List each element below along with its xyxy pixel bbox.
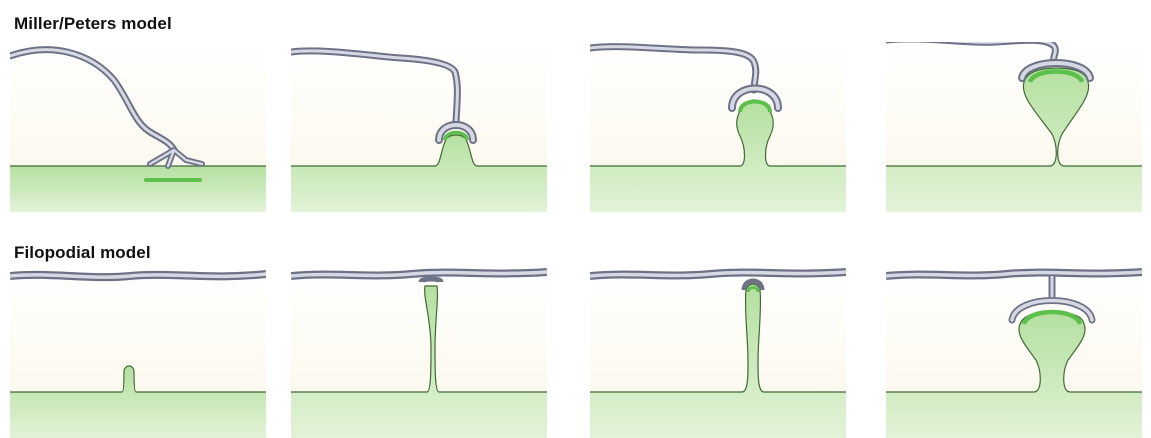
- miller-stage-4-panel: [886, 42, 1142, 212]
- filopodial-stage-1-panel: [10, 268, 266, 438]
- dendrite-shaft: [10, 166, 266, 212]
- filopodial-model-title: Filopodial model: [14, 243, 151, 263]
- filopodial-stage-4-panel: [886, 268, 1142, 438]
- miller-stage-2-panel: [291, 42, 547, 212]
- filopodial-stage-2-panel: [291, 268, 547, 438]
- miller-stage-1-panel: [10, 42, 266, 212]
- filopodial-stage-3-panel: [590, 268, 846, 438]
- miller-stage-3-panel: [590, 42, 846, 212]
- miller-peters-model-title: Miller/Peters model: [14, 14, 172, 34]
